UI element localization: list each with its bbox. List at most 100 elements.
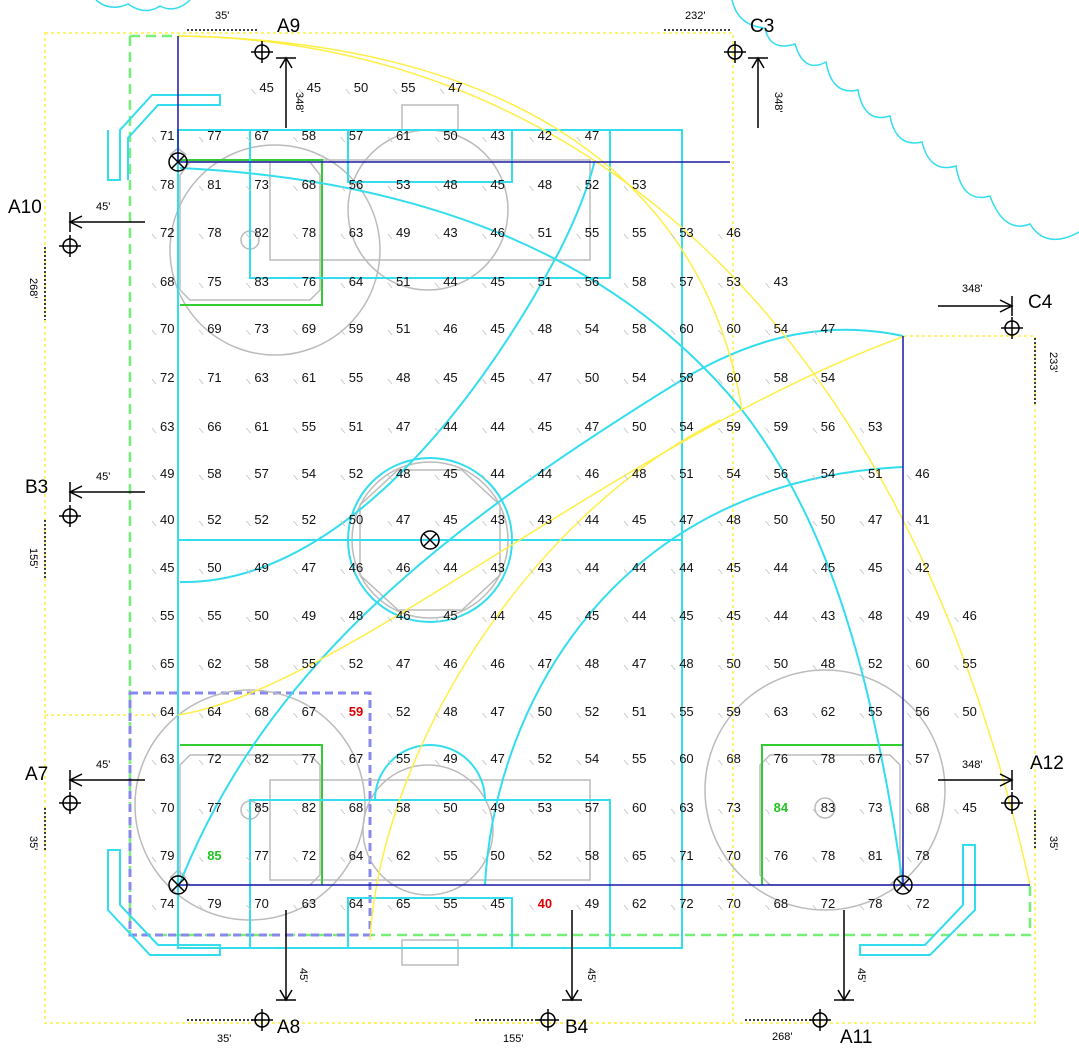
grid-value: 52 — [538, 751, 552, 766]
grid-value: 47 — [538, 656, 552, 671]
grid-value: 47 — [448, 80, 462, 95]
grid-point-tick — [340, 474, 346, 481]
fixture-x-icon — [420, 530, 440, 550]
pole-c4: C4 — [938, 292, 1053, 339]
grid-point-tick — [906, 712, 912, 719]
grid-point-tick — [293, 282, 298, 289]
grid-value: 45 — [307, 80, 321, 95]
grid-point-tick — [765, 712, 770, 719]
grid-value: 68 — [254, 704, 268, 719]
grid-point-tick — [434, 856, 440, 863]
grid-value: 57 — [254, 466, 268, 481]
grid-value: 52 — [349, 656, 363, 671]
grid-point-tick — [765, 616, 770, 623]
grid-point-tick — [576, 378, 582, 385]
grid-point-tick — [670, 904, 676, 911]
grid-value: 43 — [443, 225, 457, 240]
grid-value: 55 — [207, 608, 221, 623]
grid-value: 61 — [254, 419, 268, 434]
grid-value: 52 — [396, 704, 410, 719]
pole-label: A9 — [277, 16, 300, 37]
grid-point-tick — [718, 616, 723, 623]
grid-point-tick — [482, 856, 487, 863]
grid-point-tick — [434, 427, 440, 434]
arrow-icon — [938, 770, 1014, 790]
grid-value: 53 — [726, 274, 740, 289]
distance-label: 233' — [1047, 352, 1059, 372]
pole-a10: A10 — [8, 197, 145, 257]
grid-value: 62 — [207, 656, 221, 671]
grid-point-tick — [812, 904, 818, 911]
grid-value: 48 — [396, 370, 410, 385]
grid-value: 44 — [490, 419, 504, 434]
grid-point-tick — [387, 568, 393, 575]
grid-point-tick — [387, 185, 393, 192]
grid-value: 56 — [821, 419, 835, 434]
grid-point-tick — [623, 808, 629, 815]
grid-value: 65 — [632, 848, 646, 863]
grid-point-tick — [340, 233, 346, 240]
grid-value: 63 — [160, 751, 174, 766]
grid-point-tick — [718, 856, 723, 863]
distance-label: 35' — [27, 836, 39, 850]
grid-point-tick — [434, 329, 440, 336]
grid-value: 57 — [679, 274, 693, 289]
grid-point-tick — [906, 616, 912, 623]
distance-label: 232' — [685, 10, 705, 22]
grid-value: 74 — [160, 896, 174, 911]
grid-point-tick — [246, 808, 251, 815]
grid-point-tick — [293, 520, 298, 527]
grid-point-tick — [482, 427, 487, 434]
grid-point-tick — [293, 329, 298, 336]
grid-value: 48 — [679, 656, 693, 671]
grid-value: 50 — [726, 656, 740, 671]
pole-label: B3 — [25, 477, 48, 498]
pole-target-icon — [251, 1009, 273, 1031]
grid-point-tick — [293, 616, 298, 623]
grid-point-tick — [529, 233, 534, 240]
grid-point-tick — [151, 712, 157, 719]
grid-value: 61 — [396, 128, 410, 143]
distance-label: 348' — [293, 92, 305, 112]
distance-label: 268' — [27, 278, 39, 298]
grid-point-tick — [812, 664, 818, 671]
grid-value: 58 — [632, 274, 646, 289]
grid-point-tick — [198, 616, 204, 623]
grid-point-tick — [246, 712, 251, 719]
grid-value: 50 — [254, 608, 268, 623]
grid-point-tick — [859, 759, 865, 766]
grid-value: 54 — [726, 466, 740, 481]
grid-value: 44 — [774, 608, 788, 623]
grid-value: 48 — [632, 466, 646, 481]
grid-value: 54 — [302, 466, 316, 481]
grid-point-tick — [293, 185, 298, 192]
grid-value: 45 — [490, 177, 504, 192]
grid-point-tick — [340, 712, 346, 719]
pole-target-icon — [1001, 317, 1023, 339]
green-boundary — [128, 34, 1032, 937]
grid-point-tick — [434, 616, 440, 623]
grid-point-tick — [482, 329, 487, 336]
grid-point-tick — [293, 904, 298, 911]
grid-point-tick — [576, 185, 582, 192]
grid-point-tick — [623, 712, 629, 719]
grid-value: 54 — [632, 370, 646, 385]
grid-point-tick — [812, 856, 818, 863]
grid-point-tick — [482, 616, 487, 623]
grid-value: 44 — [632, 560, 646, 575]
grid-value: 45 — [160, 560, 174, 575]
grid-point-tick — [623, 233, 629, 240]
grid-value: 85 — [254, 800, 268, 815]
pole-lines — [177, 36, 1030, 886]
grid-value: 52 — [585, 177, 599, 192]
pole-c3: C3 — [724, 16, 774, 128]
grid-value: 82 — [254, 751, 268, 766]
grid-value: 68 — [349, 800, 363, 815]
grid-point-tick — [576, 329, 582, 336]
grid-value: 64 — [349, 848, 363, 863]
grid-point-tick — [576, 808, 582, 815]
grid-value: 70 — [726, 848, 740, 863]
grid-value: 77 — [302, 751, 316, 766]
grid-value: 50 — [538, 704, 552, 719]
grid-point-tick — [340, 856, 346, 863]
